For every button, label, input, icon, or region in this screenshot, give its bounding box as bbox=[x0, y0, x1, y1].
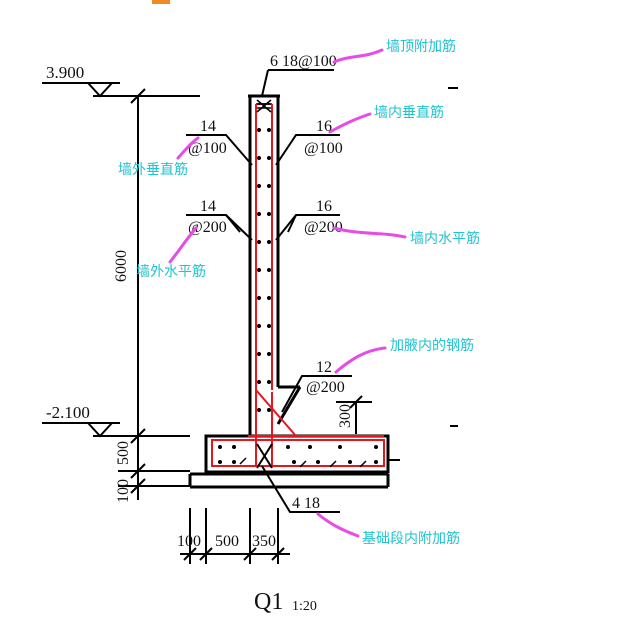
base-dimension-chain bbox=[180, 508, 290, 564]
annotation-leaders bbox=[168, 48, 407, 538]
rebar-label-inner-horiz-spacing: @200 bbox=[304, 219, 343, 236]
rebar-label-outer-vert-size: 14 bbox=[200, 118, 216, 135]
rebar-label-top: 6 18@100 bbox=[270, 53, 337, 70]
rebar-label-inner-vert-spacing: @100 bbox=[304, 140, 343, 157]
dim-base-1: 100 bbox=[177, 533, 201, 550]
annotation-footing-additional: 基础段内附加筋 bbox=[362, 530, 460, 547]
drawing-title: Q1 bbox=[254, 589, 283, 615]
rebar-label-outer-horiz-spacing: @200 bbox=[188, 219, 227, 236]
top-hook-marks bbox=[256, 99, 272, 113]
hatch-marks bbox=[239, 457, 367, 468]
haunch-dimension bbox=[336, 395, 372, 434]
elevation-bottom-marker bbox=[42, 422, 190, 438]
annotation-top-additional: 墙顶附加筋 bbox=[386, 38, 456, 55]
drawing-scale: 1:20 bbox=[292, 599, 317, 614]
rebar-leaders bbox=[186, 69, 352, 513]
annotation-outer-vertical: 墙外垂直筋 bbox=[118, 161, 188, 178]
dim-footing: 500 bbox=[115, 441, 132, 465]
rebar-label-inner-horiz-size: 16 bbox=[316, 198, 332, 215]
rebar-label-haunch-size: 12 bbox=[316, 359, 332, 376]
edge-marks bbox=[448, 87, 458, 427]
annotation-inner-vertical: 墙内垂直筋 bbox=[374, 104, 444, 121]
elevation-top-marker bbox=[42, 82, 200, 98]
elevation-top-label: 3.900 bbox=[46, 63, 84, 82]
rebar-label-footing: 4 18 bbox=[292, 495, 320, 512]
rebar-red bbox=[211, 103, 385, 467]
dim-cushion: 100 bbox=[115, 479, 132, 503]
rebar-label-outer-horiz-size: 14 bbox=[200, 198, 216, 215]
dim-height: 6000 bbox=[113, 250, 130, 282]
annotation-inner-horizontal: 墙内水平筋 bbox=[410, 230, 480, 247]
top-marker bbox=[152, 0, 170, 4]
dim-base-3: 350 bbox=[252, 533, 276, 550]
footing-cross-marks bbox=[256, 443, 273, 469]
elevation-bottom-label: -2.100 bbox=[46, 403, 90, 422]
dim-haunch: 300 bbox=[337, 404, 354, 428]
annotation-haunch-rebar: 加腋内的钢筋 bbox=[390, 337, 474, 354]
rebar-label-haunch-spacing: @200 bbox=[306, 379, 345, 396]
rebar-label-outer-vert-spacing: @100 bbox=[188, 140, 227, 157]
rebar-dots bbox=[218, 128, 378, 464]
dim-base-2: 500 bbox=[215, 533, 239, 550]
annotation-outer-horizontal: 墙外水平筋 bbox=[136, 263, 206, 280]
rebar-label-inner-vert-size: 16 bbox=[316, 118, 332, 135]
vertical-dimension-line bbox=[118, 88, 190, 500]
footing bbox=[188, 434, 390, 489]
